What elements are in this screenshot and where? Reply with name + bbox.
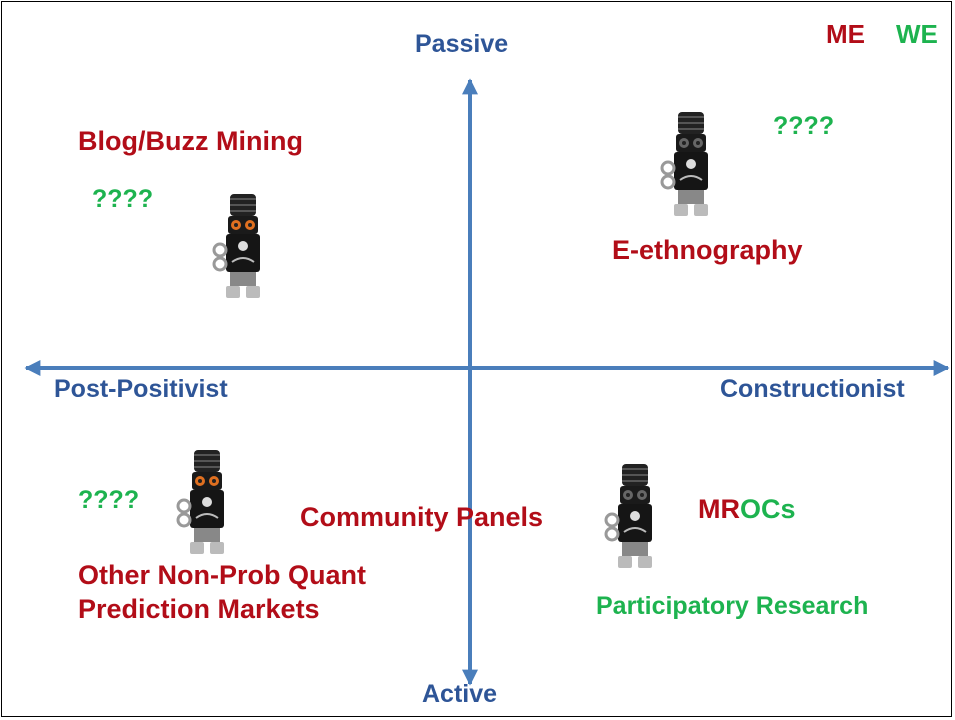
- robot-icon: [212, 194, 260, 298]
- label-mrocs-we-part: OCs: [740, 494, 796, 524]
- axis-label-active: Active: [422, 680, 498, 708]
- robot-icon: [176, 450, 224, 554]
- label-prediction-markets: Prediction Markets: [78, 594, 320, 624]
- label-unknown-bottom-left: ????: [78, 486, 140, 514]
- axis-label-passive: Passive: [415, 30, 509, 58]
- axis-label-constructionist: Constructionist: [720, 375, 905, 403]
- robot-icon: [604, 464, 652, 568]
- label-mrocs: MROCs: [698, 494, 796, 525]
- label-blog-buzz-mining: Blog/Buzz Mining: [78, 126, 303, 156]
- label-participatory-research: Participatory Research: [596, 592, 869, 620]
- label-mrocs-me-part: MR: [698, 494, 740, 524]
- legend-me: ME: [826, 19, 865, 49]
- legend-we: WE: [896, 19, 938, 49]
- label-e-ethnography: E-ethnography: [612, 235, 803, 265]
- label-unknown-top-left: ????: [92, 185, 154, 213]
- label-other-non-prob-quant: Other Non-Prob Quant: [78, 560, 366, 590]
- robot-icon: [660, 112, 708, 216]
- label-unknown-top-right: ????: [773, 112, 835, 140]
- axis-label-post-positivist: Post-Positivist: [54, 375, 228, 403]
- label-community-panels: Community Panels: [300, 502, 544, 532]
